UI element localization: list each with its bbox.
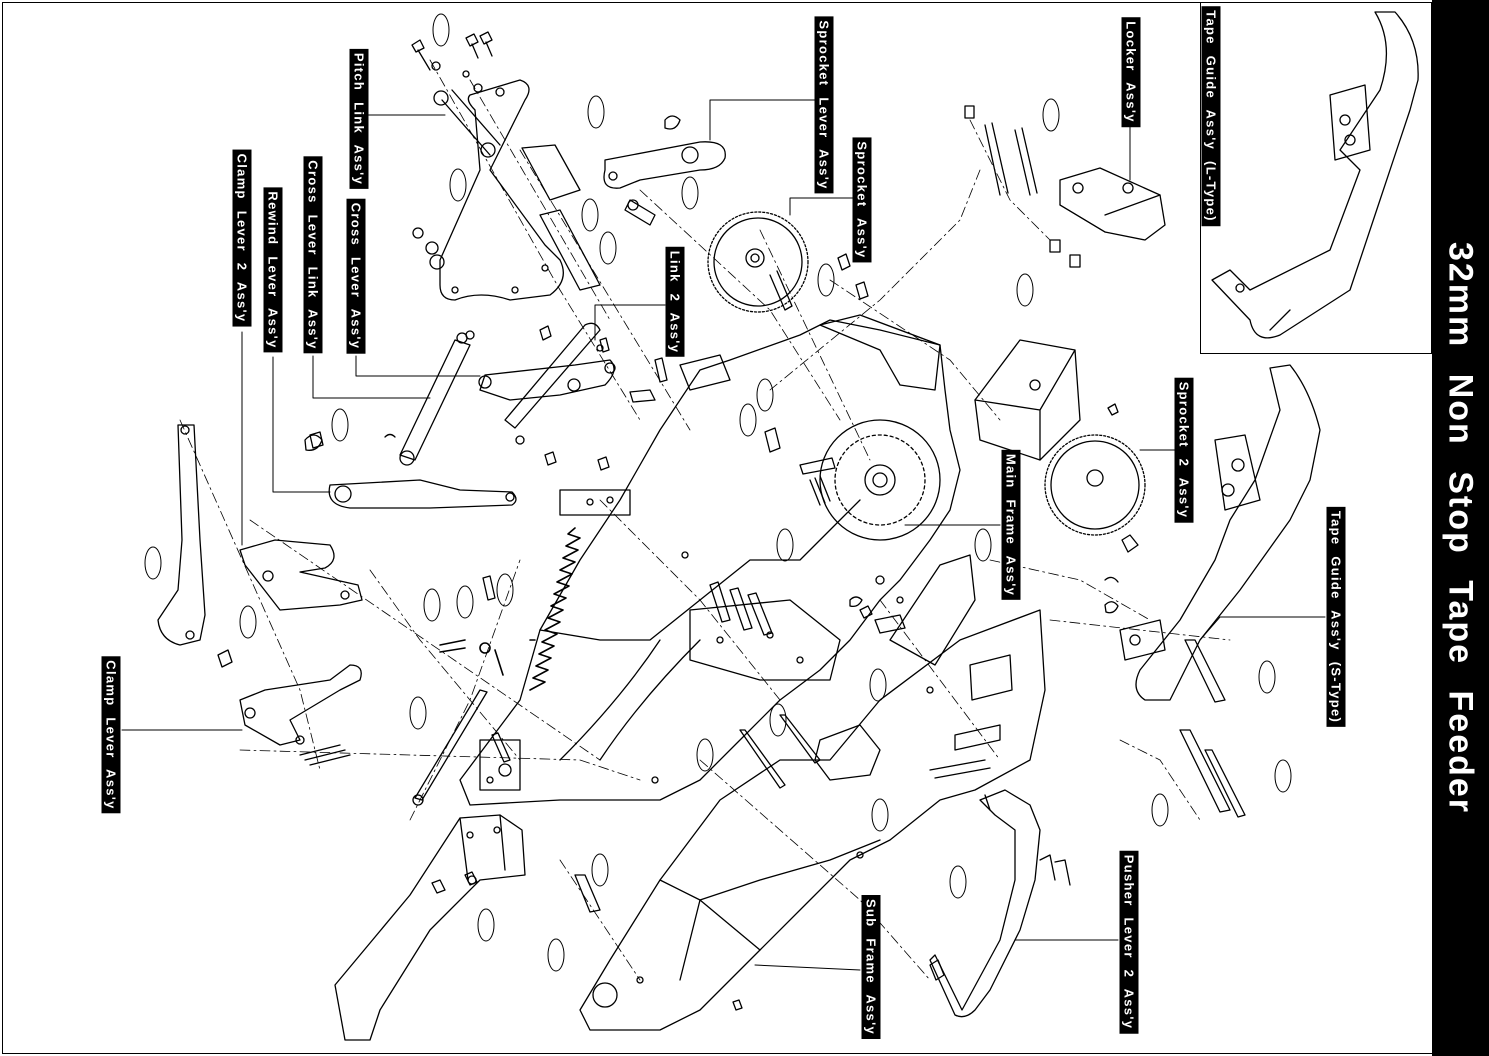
label-pitch-link: Pitch Link Ass'y [349,48,369,190]
label-rewind-lever: Rewind Lever Ass'y [263,187,283,353]
tape-guide-l-part [1211,11,1419,339]
sub-frame-part [579,554,1046,1031]
label-locker: Locker Ass'y [1121,17,1141,127]
label-tape-guide-l: Tape Guide Ass'y (L-Type) [1201,6,1221,226]
label-sprocket-2: Sprocket 2 Ass'y [1174,377,1194,523]
leader-lines [121,99,1326,971]
locker-part [964,105,1166,268]
page-title: 32mm Non Stop Tape Feeder [1441,241,1480,815]
inset-box-tape-guide-l [1200,2,1432,354]
small-hardware-top [411,31,681,270]
label-pusher-lever-2: Pusher Lever 2 Ass'y [1119,850,1139,1034]
pitch-link-part [433,79,601,301]
label-sprocket-lever: Sprocket Lever Ass'y [814,16,834,194]
label-cross-lever: Cross Lever Ass'y [346,198,366,354]
label-cross-lever-link: Cross Lever Link Ass'y [303,156,323,354]
main-spring-part [439,527,581,691]
main-frame-part [459,314,961,806]
clamp-lever-2-part [157,424,363,646]
clamp-lever-part [217,649,362,766]
callout-balloons [144,13,1292,972]
sensor-box-part [974,339,1119,461]
sprocket-lever-part [603,141,726,226]
rewind-lever-part [304,434,517,509]
assembly-guide-lines [179,59,1231,981]
long-shaft-part [412,689,488,806]
tape-cover-plate-part [334,814,526,1041]
label-sprocket: Sprocket Ass'y [852,137,872,263]
label-main-frame: Main Frame Ass'y [1001,449,1021,601]
misc-hardware [309,253,906,1011]
label-tape-guide-s: Tape Guide Ass'y (S-Type) [1326,506,1346,728]
cross-lever-link-part [384,332,471,466]
label-clamp-lever-2: Clamp Lever 2 Ass'y [232,149,252,327]
label-sub-frame: Sub Frame Ass'y [861,895,881,1039]
label-clamp-lever: Clamp Lever Ass'y [101,656,121,814]
pusher-lever-2-part [929,789,1071,1018]
tape-guide-s-part [1104,364,1321,818]
sprocket-2-part [1044,434,1146,553]
label-link-2: Link 2 Ass'y [665,246,685,358]
title-band [1432,0,1489,1056]
sprocket-gear-part [707,211,809,313]
